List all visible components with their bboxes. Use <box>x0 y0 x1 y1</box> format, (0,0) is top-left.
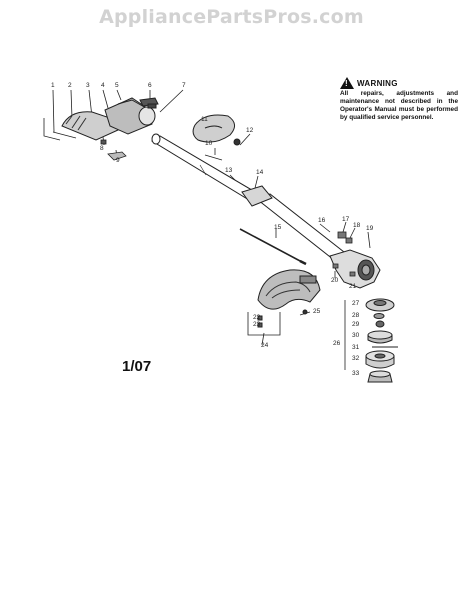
callout-3: 3 <box>86 82 90 89</box>
callout-5: 5 <box>115 82 119 89</box>
callout-28: 28 <box>352 312 360 319</box>
callout-16: 16 <box>318 217 326 224</box>
callout-18: 18 <box>353 222 361 229</box>
callout-9: 9 <box>116 157 120 164</box>
callout-22: 22 <box>253 314 261 321</box>
callout-8: 8 <box>100 145 104 152</box>
callout-32: 32 <box>352 355 360 362</box>
warning-triangle-icon <box>340 77 354 89</box>
warning-notice: WARNING All repairs, adjustments and mai… <box>340 77 458 122</box>
callout-19: 19 <box>366 225 374 232</box>
warning-text: All repairs, adjustments and maintenance… <box>340 90 458 121</box>
callout-1: 1 <box>51 82 55 89</box>
callout-7: 7 <box>182 82 186 89</box>
callout-23: 23 <box>253 321 261 328</box>
callout-33: 33 <box>352 370 360 377</box>
callout-20: 20 <box>331 277 339 284</box>
callout-25: 25 <box>313 308 321 315</box>
revision-date: 1/07 <box>122 358 152 375</box>
warning-title: WARNING <box>357 78 398 88</box>
callout-30: 30 <box>352 332 360 339</box>
callout-14: 14 <box>256 169 264 176</box>
watermark: AppliancePartsPros.com <box>99 6 364 28</box>
callout-21: 21 <box>349 283 357 290</box>
callout-10: 10 <box>205 140 213 147</box>
callout-2: 2 <box>68 82 72 89</box>
callout-27: 27 <box>352 300 360 307</box>
callout-26: 26 <box>333 340 341 347</box>
callout-24: 24 <box>261 342 269 349</box>
callout-29: 29 <box>352 321 360 328</box>
callout-31: 31 <box>352 344 360 351</box>
callout-11: 11 <box>201 116 208 123</box>
callout-12: 12 <box>246 127 254 134</box>
callout-15: 15 <box>274 224 282 231</box>
callout-4: 4 <box>101 82 105 89</box>
callout-13: 13 <box>225 167 233 174</box>
callout-17: 17 <box>342 216 350 223</box>
callout-6: 6 <box>148 82 152 89</box>
warning-header: WARNING <box>340 77 458 89</box>
